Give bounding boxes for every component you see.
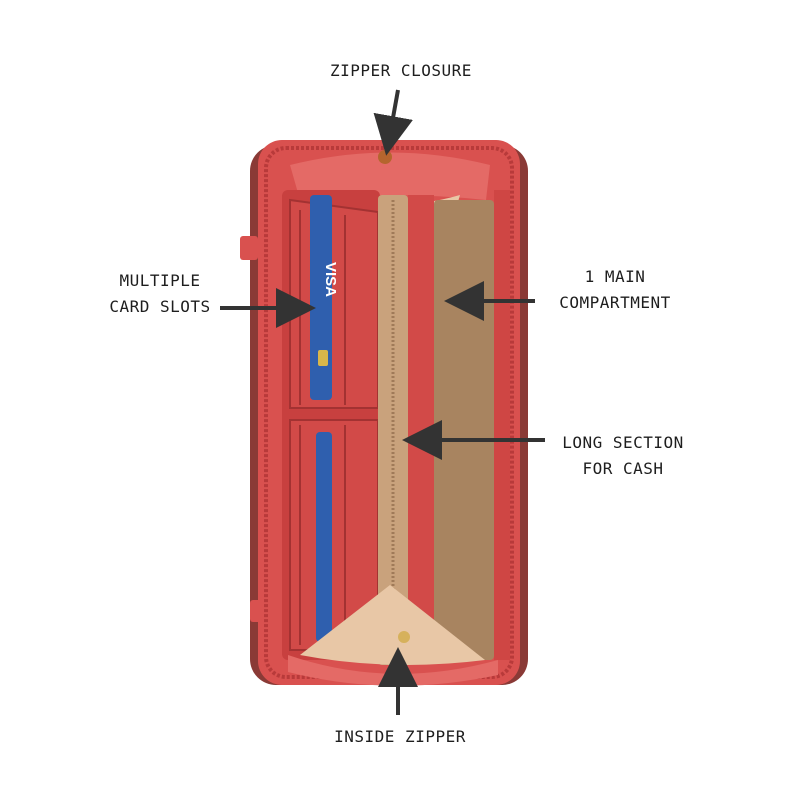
label-inside-zipper-text: INSIDE ZIPPER [334,727,466,746]
label-long-section-line-1: LONG SECTION [562,433,684,452]
label-card-slots-line-1: MULTIPLE [119,271,201,290]
label-long-section-line-2: FOR CASH [582,459,664,478]
card-slot-pocket-1 [289,198,379,409]
label-zipper-closure-text: ZIPPER CLOSURE [330,61,472,80]
top-inner-lip [290,152,490,200]
credit-card-bottom [316,432,332,642]
strap-tab-bottom [250,600,262,622]
credit-card-top [310,195,332,400]
arrow-zipper-closure [373,89,413,156]
strap-tab-top [240,236,258,260]
zipper-pull-inside [398,631,410,643]
main-compartment-side [494,190,510,660]
main-compartment-wall [408,195,434,655]
main-compartment-lining [434,200,494,660]
card-brand-text: VISA [322,262,339,297]
label-card-slots: MULTIPLE CARD SLOTS [95,268,225,320]
label-main-compartment: 1 MAIN COMPARTMENT [540,264,690,316]
label-card-slots-line-2: CARD SLOTS [109,297,211,316]
credit-card-chip [318,350,328,366]
label-zipper-closure: ZIPPER CLOSURE [330,58,472,84]
label-inside-zipper: INSIDE ZIPPER [330,724,470,750]
bottom-lining-gusset [300,585,485,665]
zipper-pull-top [378,150,392,164]
label-main-compartment-line-2: COMPARTMENT [559,293,671,312]
bottom-inner-lip [288,655,498,686]
label-long-section: LONG SECTION FOR CASH [548,430,698,482]
label-main-compartment-line-1: 1 MAIN [584,267,646,286]
